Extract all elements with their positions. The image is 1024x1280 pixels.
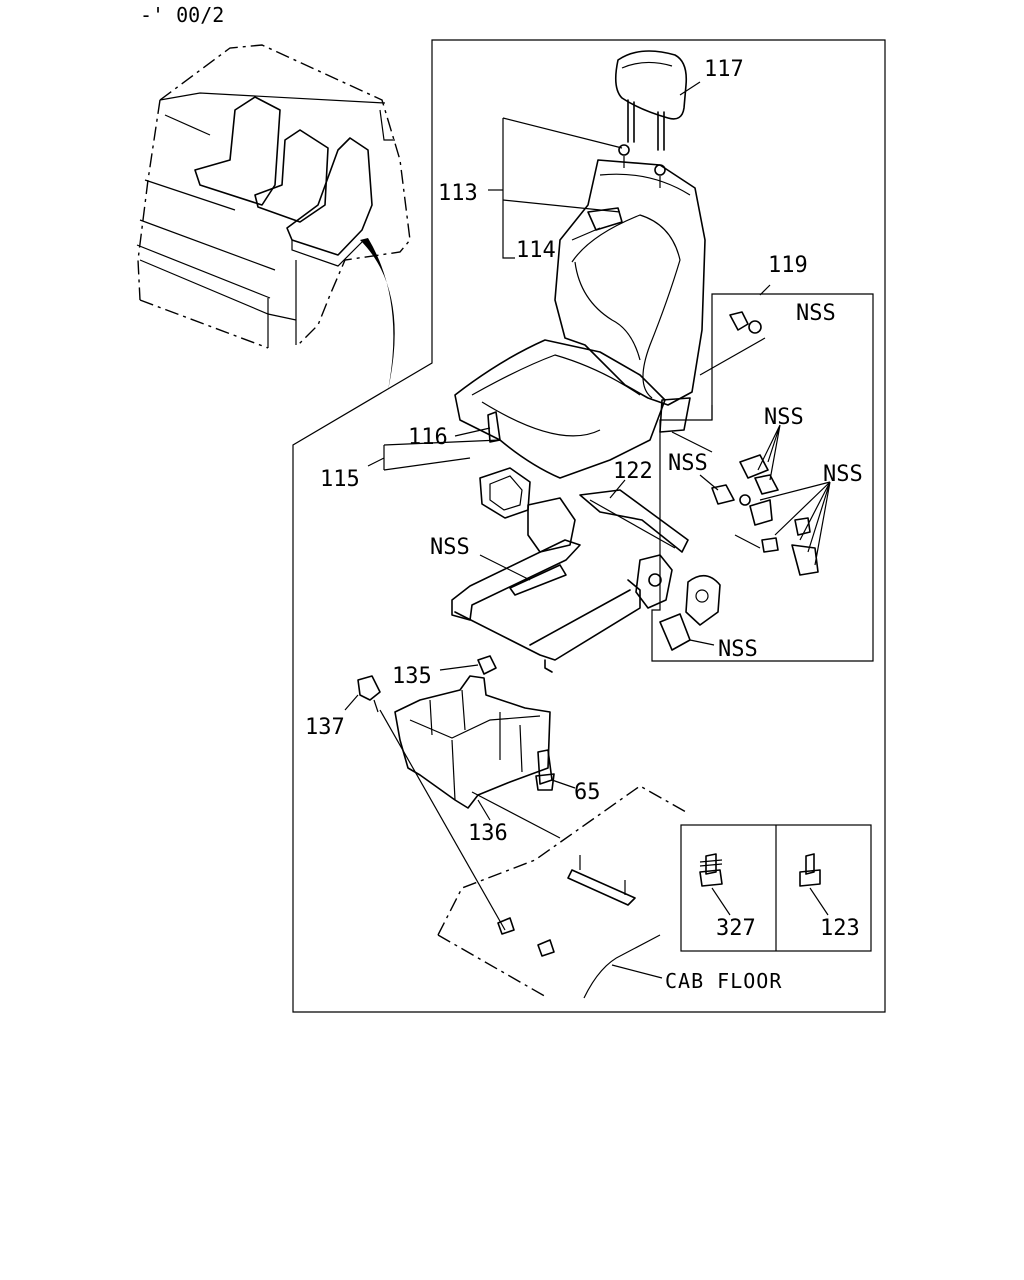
seat-base-drawing — [357, 655, 555, 809]
nss-subframe — [651, 293, 874, 662]
callout-113: 113 — [438, 181, 478, 206]
headrest-drawing — [614, 50, 688, 151]
callout-nss-2: NSS — [764, 405, 804, 430]
callout-nss-5: NSS — [430, 535, 470, 560]
callout-327: 327 — [716, 916, 756, 941]
header-code: -' 00/2 — [140, 3, 224, 27]
cab-overview-drawing — [136, 44, 411, 390]
seat-cushion-drawing — [454, 339, 691, 479]
callout-122: 122 — [613, 459, 653, 484]
detail-frame — [292, 39, 886, 1013]
bolt-327-drawing — [699, 853, 723, 887]
callout-117: 117 — [704, 57, 744, 82]
leader-lines — [344, 81, 831, 979]
callout-136: 136 — [468, 821, 508, 846]
callout-137: 137 — [305, 715, 345, 740]
cab-floor-drawing — [379, 709, 687, 999]
callout-115: 115 — [320, 467, 360, 492]
callout-123: 123 — [820, 916, 860, 941]
callout-nss-4: NSS — [823, 462, 863, 487]
callout-65: 65 — [574, 780, 601, 805]
callout-nss-1: NSS — [796, 301, 836, 326]
bolt-123-drawing — [799, 853, 821, 887]
callout-nss-6: NSS — [718, 637, 758, 662]
seat-back-drawing — [554, 144, 706, 406]
callout-135: 135 — [392, 664, 432, 689]
cab-floor-label: CAB FLOOR — [665, 969, 782, 993]
callout-116: 116 — [408, 425, 448, 450]
callout-nss-3: NSS — [668, 451, 708, 476]
callout-114: 114 — [516, 238, 556, 263]
seat-slide-assembly-drawing — [451, 467, 721, 673]
callout-119: 119 — [768, 253, 808, 278]
nss-hardware-drawing — [659, 311, 819, 651]
